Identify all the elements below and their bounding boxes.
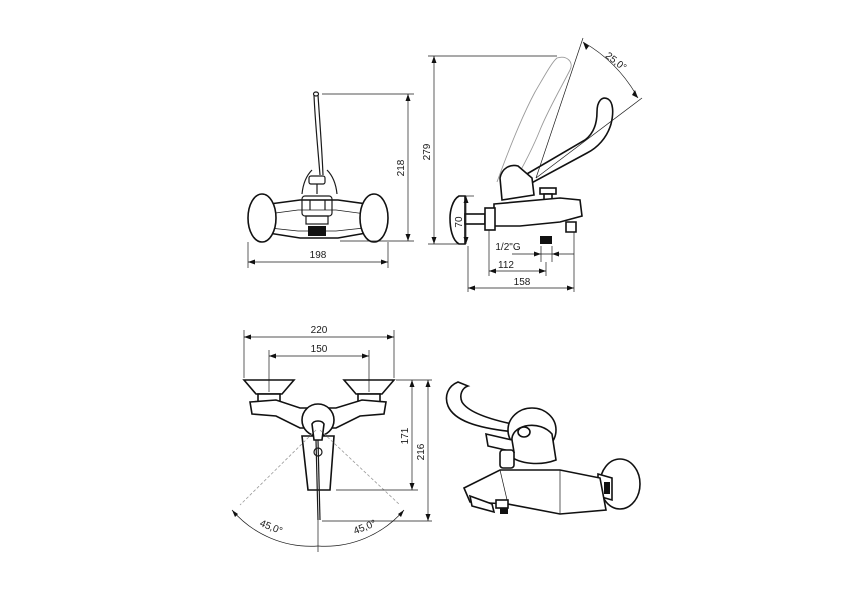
dim-front-height: 218 bbox=[396, 159, 407, 176]
dim-top-width: 220 bbox=[311, 325, 328, 336]
side-view bbox=[428, 37, 643, 292]
dim-top-depth-inner: 171 bbox=[400, 427, 411, 444]
dim-side-depth-total: 158 bbox=[514, 277, 531, 288]
iso-view bbox=[445, 381, 641, 515]
dim-top-centers: 150 bbox=[311, 344, 328, 355]
dim-lever-angle: 25,0° bbox=[603, 50, 628, 73]
dim-front-width: 198 bbox=[310, 250, 327, 261]
dim-side-body-height: 70 bbox=[454, 216, 465, 228]
top-view bbox=[231, 330, 432, 552]
dim-side-total-height: 279 bbox=[422, 143, 433, 160]
dim-side-depth-inner: 112 bbox=[498, 260, 514, 271]
dim-top-depth-total: 216 bbox=[416, 443, 427, 460]
front-view bbox=[247, 91, 414, 268]
dim-thread: 1/2"G bbox=[495, 242, 520, 253]
